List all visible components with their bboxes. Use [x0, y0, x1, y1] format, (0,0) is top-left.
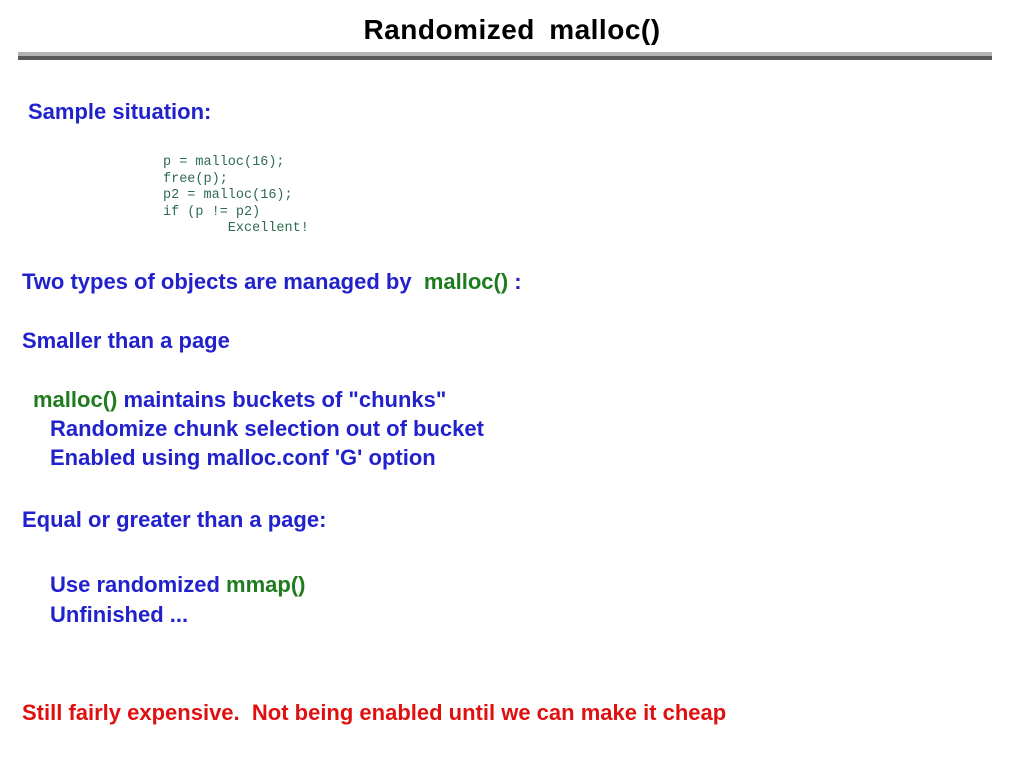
malloc-buckets-text: maintains buckets of "chunks" — [117, 387, 447, 412]
mmap-keyword: mmap() — [226, 572, 306, 597]
equal-or-greater-heading: Equal or greater than a page: — [22, 507, 327, 532]
code-sample: p = malloc(16); free(p); p2 = malloc(16)… — [163, 155, 309, 236]
rule-dark-band — [18, 56, 992, 60]
slide-title: Randomized malloc() — [363, 14, 661, 45]
malloc-buckets-bullet: malloc() maintains buckets of "chunks" — [33, 387, 446, 413]
malloc-keyword: malloc() — [33, 387, 118, 412]
footer-warning-text: Still fairly expensive. Not being enable… — [22, 700, 727, 725]
sample-situation-label: Sample situation: — [28, 99, 212, 124]
enabled-malloc-conf-bullet: Enabled using malloc.conf 'G' option — [50, 445, 436, 470]
two-types-colon: : — [508, 269, 522, 294]
malloc-keyword: malloc() — [423, 269, 509, 294]
two-types-line: Two types of objects are managed by mall… — [22, 269, 522, 295]
unfinished-bullet: Unfinished ... — [50, 602, 189, 627]
two-types-text: Two types of objects are managed by — [22, 269, 424, 294]
use-randomized-mmap-bullet: Use randomized mmap() — [50, 572, 306, 598]
smaller-than-page-heading: Smaller than a page — [22, 328, 230, 353]
rule-light-band — [18, 52, 992, 56]
use-randomized-text: Use randomized — [50, 572, 227, 597]
randomize-chunk-bullet: Randomize chunk selection out of bucket — [50, 416, 484, 441]
